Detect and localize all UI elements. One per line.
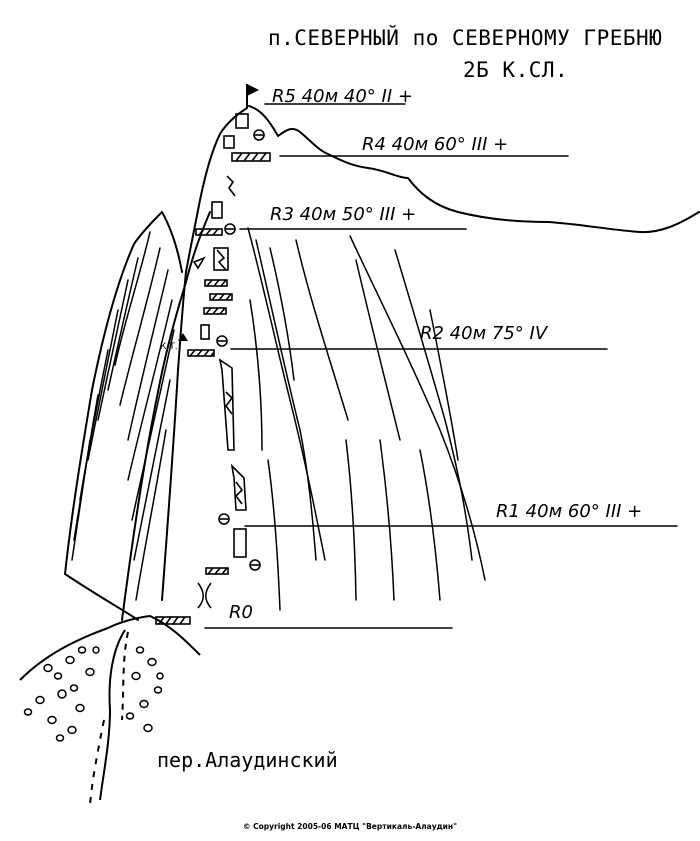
pitch-label-r1: R1 40м 60° III + <box>496 501 643 522</box>
summit-flag-icon <box>246 84 259 108</box>
copyright-notice: © Copyright 2005-06 МАТЦ "Вертикаль-Алау… <box>242 822 458 831</box>
route-title: п.СЕВЕРНЫЙ по СЕВЕРНОМУ ГРЕБНЮ <box>268 26 663 50</box>
pitch-lines <box>204 103 678 629</box>
route-symbols <box>155 113 271 625</box>
ridge-outline-left <box>121 211 211 621</box>
face-lines <box>247 227 486 611</box>
left-flank-top <box>161 211 183 273</box>
rock-block-icon <box>235 113 249 129</box>
pitch-label-r3: R3 40м 50° III + <box>270 204 417 225</box>
left-flank-outline <box>64 211 163 621</box>
pitch-label-r5: R5 40м 40° II + <box>272 86 413 107</box>
ridge-line <box>248 105 700 234</box>
control-point-icon <box>178 333 188 341</box>
pitch-label-r0: R0 <box>229 602 253 623</box>
ridge-outline-right <box>161 107 248 601</box>
route-grade: 2Б К.СЛ. <box>463 58 569 82</box>
pitch-label-r2: R2 40м 75° IV <box>420 323 548 344</box>
control-point-label: К.Т. <box>160 342 178 352</box>
piton-icon <box>253 129 265 141</box>
left-flank-hatching <box>71 231 175 601</box>
chimney-icon <box>192 256 206 270</box>
pitch-label-r4: R4 40м 60° III + <box>362 134 509 155</box>
scree-area <box>19 614 201 806</box>
ledge-icon <box>231 152 271 162</box>
pass-label: пер.Алаудинский <box>157 748 338 772</box>
boulders <box>23 646 164 742</box>
